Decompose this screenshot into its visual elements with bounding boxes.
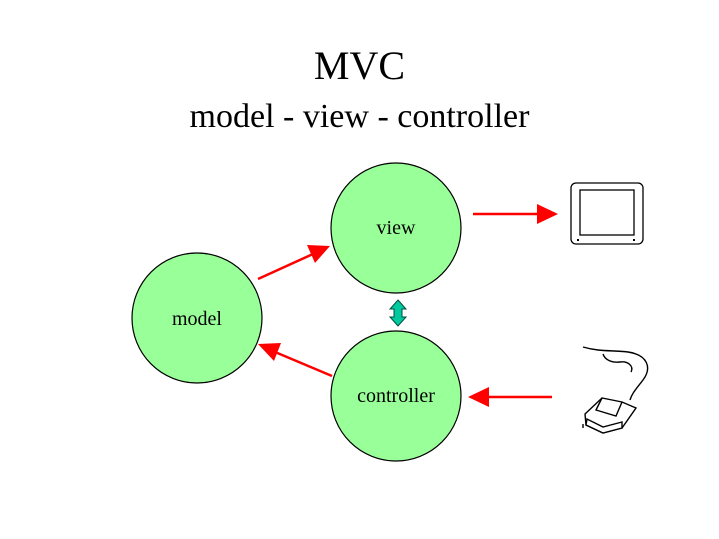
- mouse-icon: [582, 346, 649, 434]
- controller-to-model-arrow: [258, 343, 333, 378]
- model-node: model: [131, 252, 263, 384]
- model-to-view-arrow: [257, 245, 330, 281]
- diagram-subtitle: model - view - controller: [189, 98, 530, 135]
- mouse-to-controller-arrow: [468, 387, 552, 407]
- model-label: model: [172, 308, 222, 330]
- controller-node: controller: [330, 330, 462, 462]
- view-controller-double-arrow: [388, 299, 408, 327]
- diagram-title: MVC: [313, 43, 406, 88]
- view-label: view: [377, 217, 416, 239]
- view-node: view: [330, 162, 462, 294]
- monitor-icon: [570, 182, 644, 245]
- controller-label: controller: [357, 385, 435, 407]
- view-to-monitor-arrow: [473, 204, 558, 224]
